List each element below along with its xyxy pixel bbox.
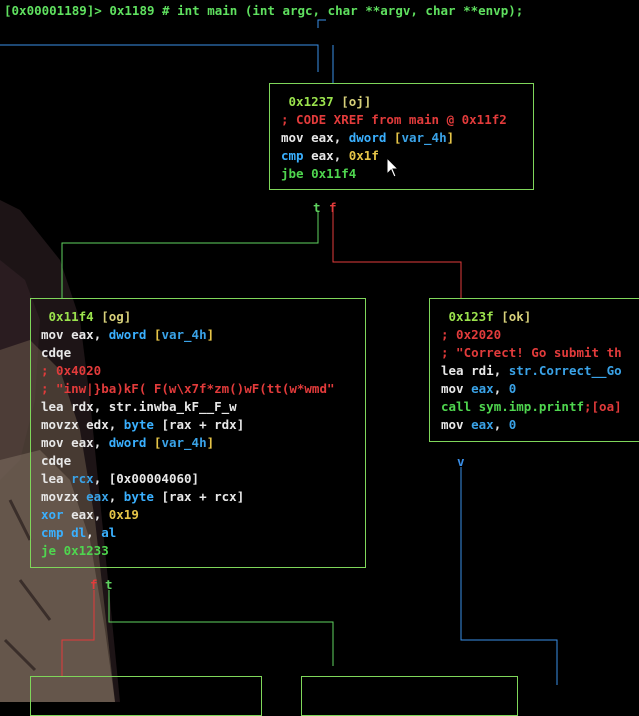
asm-line[interactable]: cmp eax, 0x1f <box>281 148 379 163</box>
graph-node-bottom-right[interactable] <box>301 676 518 716</box>
node-address: 0x11f4 <box>48 309 94 324</box>
edge-tag-false: f <box>329 200 337 215</box>
graph-node-bottom-left[interactable] <box>30 676 262 716</box>
edge-tag-true: t <box>313 200 321 215</box>
asm-line[interactable]: mov eax, 0 <box>441 417 517 432</box>
asm-comment: ; "Correct! Go submit th <box>441 345 622 360</box>
asm-line[interactable]: mov eax, dword [var_4h] <box>41 327 215 342</box>
asm-comment: ; 0x4020 <box>41 363 102 378</box>
asm-comment: ; "inw|}ba)kF( F(w\x7f*zm()wF(tt(w*wmd" <box>41 381 335 396</box>
edge-tag-false-2: f <box>90 577 98 592</box>
node-tag: [oj] <box>341 94 372 109</box>
asm-line[interactable]: mov eax, dword [var_4h] <box>281 130 455 145</box>
graph-node-ok[interactable]: 0x123f [ok] ; 0x2020 ; "Correct! Go subm… <box>429 298 639 442</box>
asm-line[interactable]: lea rcx, [0x00004060] <box>41 471 200 486</box>
asm-line[interactable]: movzx edx, byte [rax + rdx] <box>41 417 245 432</box>
asm-line[interactable]: lea rdx, str.inwba_kF__F_w <box>41 399 237 414</box>
xref-comment: ; CODE XREF from main @ 0x11f2 <box>281 112 507 127</box>
graph-node-og[interactable]: 0x11f4 [og] mov eax, dword [var_4h] cdqe… <box>30 298 366 568</box>
mouse-cursor-icon <box>386 157 400 178</box>
asm-line[interactable]: mov eax, dword [var_4h] <box>41 435 215 450</box>
disassembly-header: [0x00001189]> 0x1189 # int main (int arg… <box>4 3 524 18</box>
asm-comment: ; 0x2020 <box>441 327 502 342</box>
asm-line[interactable]: cdqe <box>41 345 72 360</box>
node-tag: [ok] <box>501 309 532 324</box>
node-address: 0x1237 <box>288 94 334 109</box>
asm-line[interactable]: movzx eax, byte [rax + rcx] <box>41 489 245 504</box>
node-address: 0x123f <box>448 309 494 324</box>
asm-line[interactable]: mov eax, 0 <box>441 381 517 396</box>
asm-line[interactable]: je 0x1233 <box>41 543 109 558</box>
asm-line[interactable]: cmp dl, al <box>41 525 117 540</box>
asm-line[interactable]: xor eax, 0x19 <box>41 507 139 522</box>
asm-line[interactable]: cdqe <box>41 453 72 468</box>
edge-tag-true-2: t <box>105 577 113 592</box>
asm-line[interactable]: jbe 0x11f4 <box>281 166 357 181</box>
edge-tag-flow: v <box>457 454 465 469</box>
graph-node-oj[interactable]: 0x1237 [oj] ; CODE XREF from main @ 0x11… <box>269 83 534 190</box>
asm-line[interactable]: lea rdi, str.Correct__Go <box>441 363 622 378</box>
node-tag: [og] <box>101 309 132 324</box>
asm-line[interactable]: call sym.imp.printf;[oa] <box>441 399 622 414</box>
